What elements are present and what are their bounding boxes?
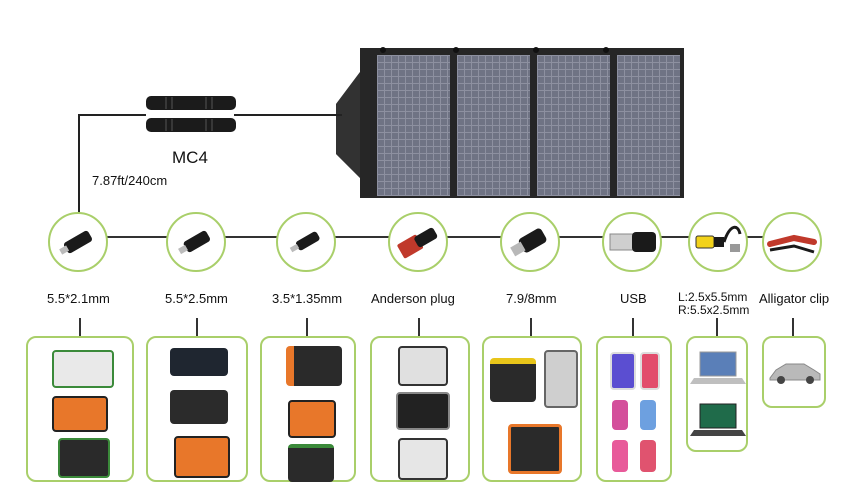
laptop-tip-icon: [695, 225, 742, 252]
cable-length-label: 7.87ft/240cm: [92, 173, 168, 188]
power-station-icon: [52, 350, 114, 388]
solar-cell-1: [377, 55, 450, 196]
power-station-icon: [544, 350, 578, 408]
power-station-icon: [286, 346, 342, 386]
connector-label-anderson: Anderson plug: [371, 291, 455, 306]
power-station-icon: [52, 396, 108, 432]
connector-alligator: [762, 212, 822, 272]
tick-1: [79, 318, 81, 338]
connector-anderson: [388, 212, 448, 272]
device-box-power-stations-b: [146, 336, 248, 482]
connector-label-usb: USB: [620, 291, 647, 306]
power-station-icon: [288, 400, 336, 438]
connector-label-laptop-l: L:2.5x5.5mm: [678, 290, 748, 304]
smartphone-icon: [640, 440, 656, 472]
car-icon: [769, 363, 821, 384]
power-station-icon: [508, 424, 562, 474]
tick-2: [196, 318, 198, 338]
power-station-icon: [288, 444, 334, 482]
device-box-car: [762, 336, 826, 408]
connector-5521: [48, 212, 108, 272]
tick-5: [530, 318, 532, 338]
alligator-clip-icon: [767, 234, 817, 254]
connector-35135: [276, 212, 336, 272]
device-box-phones-tablets: [596, 336, 672, 482]
tick-8: [792, 318, 794, 338]
tick-6: [632, 318, 634, 338]
device-box-power-stations-e: [482, 336, 582, 482]
power-station-icon: [174, 436, 230, 478]
connector-label-5525: 5.5*2.5mm: [165, 291, 228, 306]
smartphone-icon: [640, 352, 660, 390]
dc-barrel-plug-icon: [510, 228, 547, 257]
device-box-power-stations-d: [370, 336, 470, 482]
tick-7: [716, 318, 718, 338]
cable-vertical: [78, 114, 80, 214]
connector-7980: [500, 212, 560, 272]
power-station-icon: [398, 346, 448, 386]
power-station-icon: [396, 392, 450, 430]
dc-barrel-plug-icon: [289, 231, 320, 253]
dc-barrel-plug-icon: [59, 230, 93, 255]
power-station-icon: [58, 438, 110, 478]
power-station-icon: [490, 358, 536, 402]
mc4-label: MC4: [172, 148, 208, 167]
device-box-power-stations-a: [26, 336, 134, 482]
connector-label-35135: 3.5*1.35mm: [272, 291, 343, 306]
laptop-icon: [690, 351, 746, 384]
usb-plug-icon: [609, 232, 656, 252]
smartphone-icon: [612, 440, 628, 472]
power-station-icon: [170, 390, 228, 424]
connector-label-alligator: Alligator clip: [759, 291, 830, 306]
power-station-icon: [398, 438, 448, 480]
connector-label-7980: 7.9/8mm: [506, 291, 557, 306]
power-station-icon: [170, 348, 228, 376]
tick-3: [306, 318, 308, 338]
solar-cell-3: [537, 55, 610, 196]
smartphone-icon: [612, 400, 628, 430]
device-box-laptops: [686, 336, 748, 452]
dc-barrel-plug-icon: [178, 230, 211, 255]
connector-5525: [166, 212, 226, 272]
solar-cell-4: [617, 55, 680, 196]
mc4-connector-icon: [146, 96, 236, 132]
tick-4: [418, 318, 420, 338]
device-box-power-stations-c: [260, 336, 356, 482]
connector-label-laptop-r: R:5.5x2.5mm: [678, 303, 750, 317]
connector-usb: [602, 212, 662, 272]
cable-to-mc4: [78, 114, 146, 116]
connector-label-5521: 5.5*2.1mm: [47, 291, 110, 306]
connector-laptop-tip: [688, 212, 748, 272]
solar-cell-2: [457, 55, 530, 196]
laptop-icon: [690, 403, 746, 436]
smartphone-icon: [640, 400, 656, 430]
anderson-plug-icon: [397, 227, 438, 259]
cable-to-panel: [234, 114, 342, 116]
smartphone-icon: [610, 352, 636, 390]
